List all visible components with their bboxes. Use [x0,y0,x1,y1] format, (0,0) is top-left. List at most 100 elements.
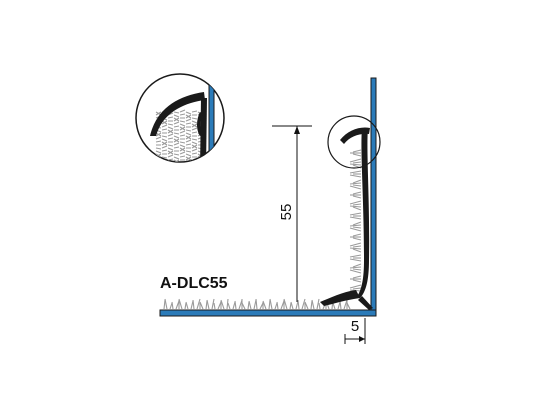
carpet-fiber [352,237,362,241]
carpet-fiber [289,302,292,310]
carpet-fiber [155,136,162,140]
carpet-fiber [173,125,180,128]
carpet-fiber [167,147,174,151]
carpet-fiber [352,206,362,211]
carpet-fiber [185,132,192,136]
carpet-fiber [349,284,362,289]
wall-carpet [349,149,362,292]
reference-circle [327,115,381,169]
carpet-fiber [349,269,362,274]
carpet-fiber [253,299,257,310]
carpet-fiber [349,205,362,208]
carpet-fiber [297,299,300,310]
carpet-fiber [352,149,362,153]
carpet-fiber [349,254,362,258]
carpet-fiber [161,156,168,159]
wall-panel [370,77,377,317]
carpet-fiber [301,298,306,310]
carpet-fiber [179,141,186,144]
carpet-fiber [179,109,186,113]
carpet-fiber [349,242,362,247]
carpet-fiber [268,299,271,310]
carpet-fiber [290,301,294,310]
detail-magnifier [135,73,225,164]
carpet-fiber [346,302,351,310]
carpet-fiber [161,141,168,146]
carpet-fiber [191,148,198,152]
carpet-fiber [169,302,173,310]
carpet-fiber [352,191,362,195]
carpet-fiber [179,130,186,134]
carpet-fiber [352,245,362,248]
carpet-fiber [205,300,208,310]
carpet-fiber [352,161,362,164]
carpet-fiber [167,129,174,134]
carpet-fiber [161,145,168,149]
carpet-fiber [349,212,362,216]
detail-reference-circle [327,115,381,169]
carpet-fiber [161,135,168,138]
carpet-fiber [352,153,362,157]
carpet-fiber [199,301,204,310]
carpet-fiber [196,298,201,310]
carpet-fiber [191,131,198,134]
carpet-fiber [337,301,341,310]
carpet-fiber [332,302,336,310]
magnifier-wall [208,74,215,162]
carpet-fiber [349,174,362,178]
carpet-fiber [352,275,362,279]
carpet-fiber [234,300,237,310]
carpet-fiber [352,287,362,290]
carpet-fiber [178,298,183,310]
carpet-fiber [163,299,166,310]
carpet-fiber [352,279,362,283]
carpet-fiber [206,299,210,310]
profile-vertical-leg [356,128,370,298]
carpet-fiber [352,233,362,237]
carpet-fiber [173,117,180,122]
carpet-fiber [155,132,162,137]
carpet-fiber [173,153,180,156]
carpet-fiber [310,300,313,310]
carpet-fiber [173,132,180,135]
carpet-fiber [295,300,299,310]
carpet-fiber [352,221,362,226]
thickness-dim-arrow [359,336,365,342]
carpet-fiber [192,299,195,310]
carpet-fiber [211,298,215,310]
carpet-fiber [185,122,192,125]
carpet-fiber [167,126,174,130]
carpet-fiber [349,258,362,262]
carpet-fiber [352,226,362,229]
magnifier-profile-hook [197,112,203,136]
magnifier-profile-lip [150,92,205,136]
thickness-dim-label: 5 [351,318,359,335]
carpet-fiber [191,138,198,141]
carpet-fiber [349,158,362,163]
carpet-fiber [179,126,186,131]
carpet-fiber [191,141,198,145]
carpet-fiber [191,110,198,113]
carpet-fiber [191,127,198,131]
carpet-fiber [185,143,192,146]
carpet-fiber [197,161,204,162]
height-dim-arrow-top [294,126,300,134]
carpet-fiber [185,150,192,153]
carpet-fiber [167,150,174,155]
carpet-fiber [227,302,231,310]
carpet-fiber [349,266,362,269]
carpet-fiber [185,129,192,132]
profile-code-label: A-DLC55 [160,275,228,292]
carpet-fiber [352,263,362,268]
carpet-fiber [184,302,187,310]
carpet-fiber [167,158,174,161]
carpet-fiber [191,144,198,149]
carpet-fiber [352,179,362,184]
carpet-fiber [180,163,185,164]
carpet-fiber [349,182,362,185]
carpet-fiber [247,301,250,310]
carpet-fiber [352,248,362,253]
room-corner [159,77,377,317]
carpet-fiber [349,200,362,205]
